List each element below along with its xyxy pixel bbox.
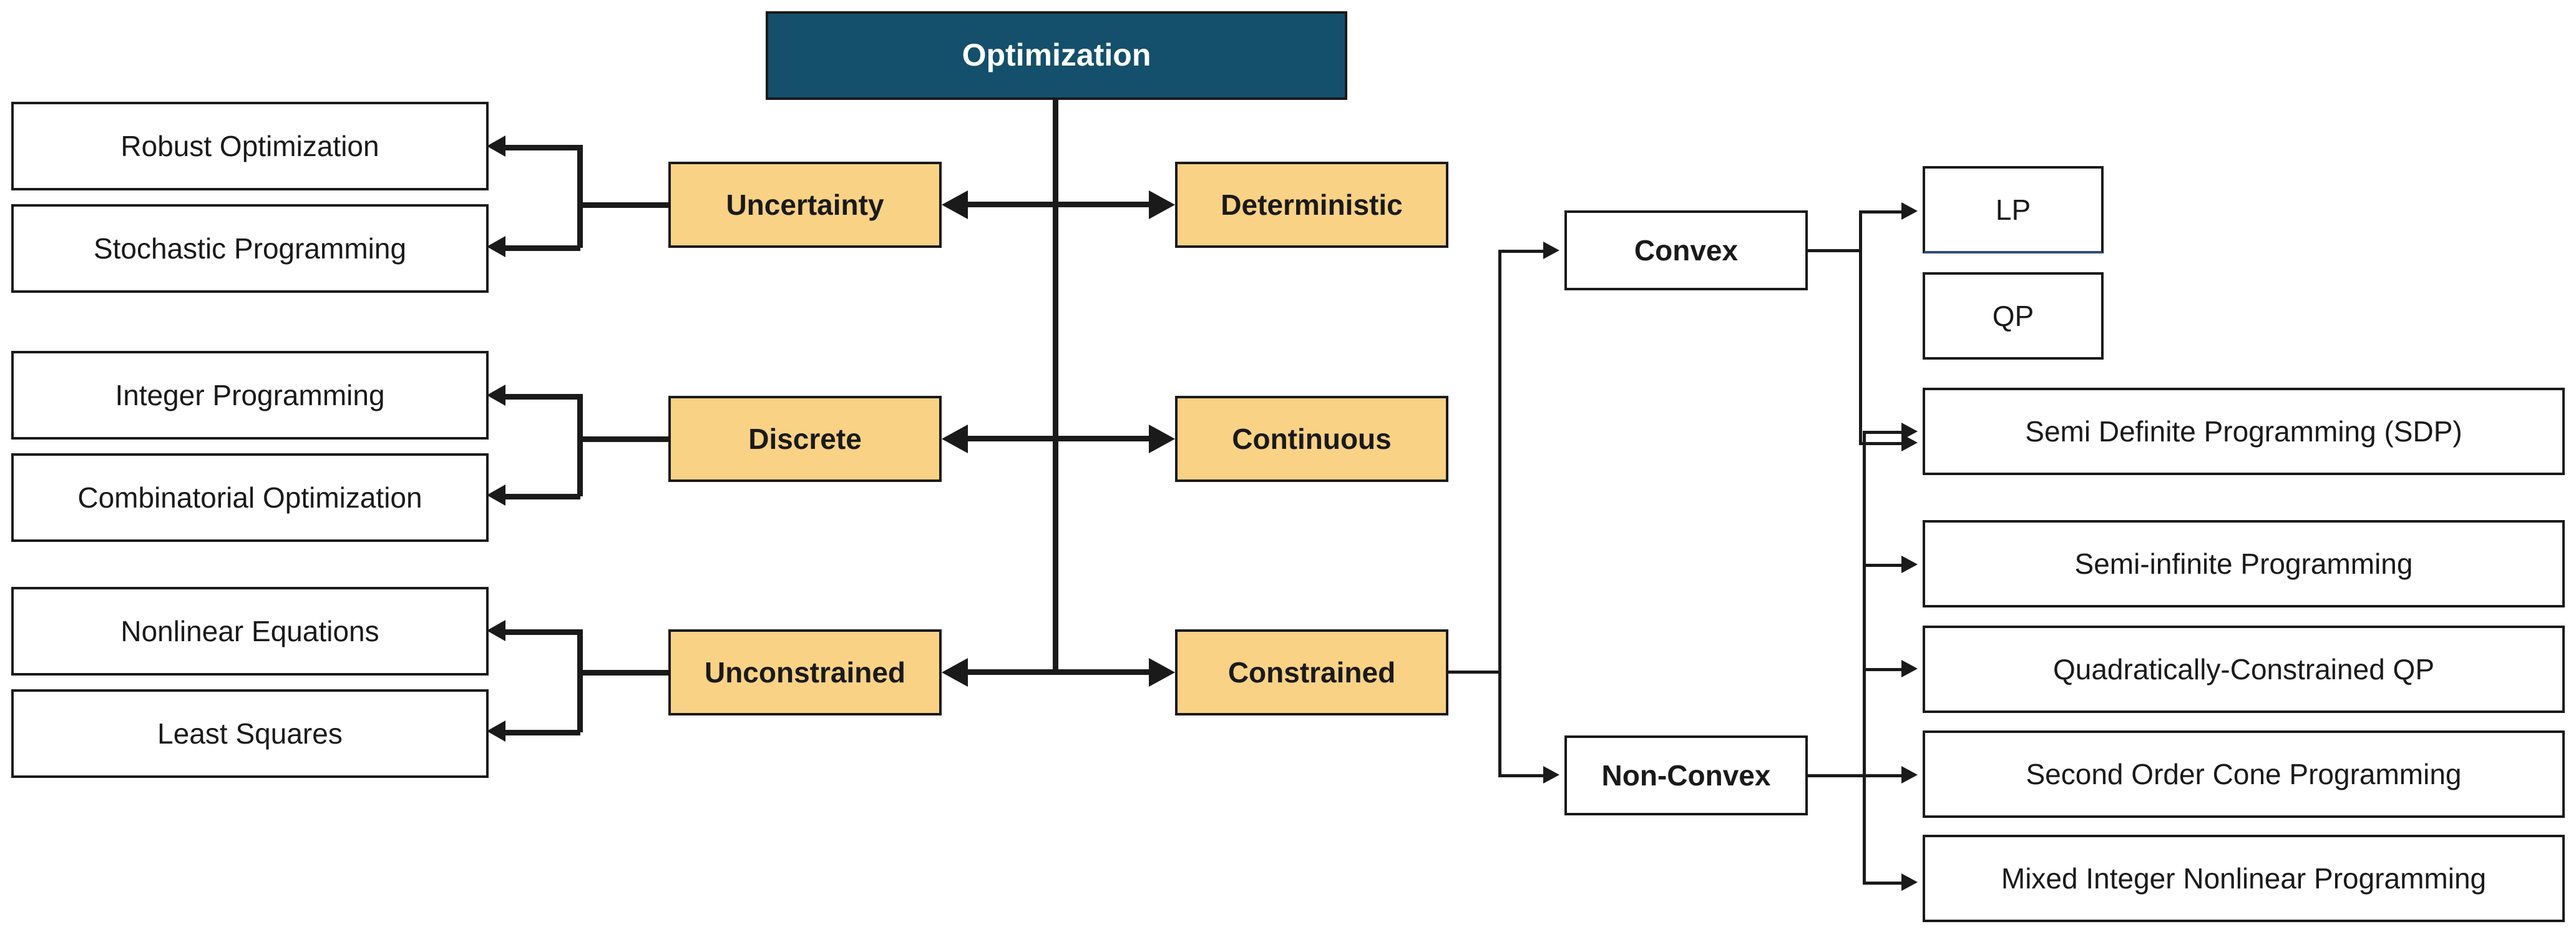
arrowhead-minlp — [1901, 873, 1918, 891]
connector-to-qcqp — [1863, 668, 1904, 671]
connector-robust-optimization — [505, 145, 580, 150]
connector-convex-bus — [1859, 210, 1862, 445]
arrowhead-non-convex — [1543, 766, 1559, 784]
connector-least-squares — [505, 730, 580, 735]
node-constrained[interactable]: Constrained — [1175, 629, 1448, 715]
arrowhead-row3-left — [942, 658, 968, 687]
arrowhead-row1-left — [942, 190, 968, 219]
arrowhead-row3-right — [1149, 658, 1175, 687]
connector-to-non-convex — [1498, 774, 1546, 777]
node-uncertainty[interactable]: Uncertainty — [668, 162, 942, 248]
arrowhead-row2-right — [1149, 425, 1175, 453]
node-optimization[interactable]: Optimization — [766, 11, 1347, 100]
connector-row3-horizontal — [964, 669, 1158, 675]
node-quadratically-constrained-qp[interactable]: Quadratically-Constrained QP — [1923, 626, 2565, 713]
connector-to-lp — [1859, 210, 1904, 214]
node-semi-definite-programming[interactable]: Semi Definite Programming (SDP) — [1923, 388, 2565, 475]
node-convex[interactable]: Convex — [1564, 210, 1808, 290]
connector-uncertainty-bus — [577, 145, 583, 248]
connector-to-sdp — [1863, 431, 1904, 434]
connector-non-convex-bus — [1863, 431, 1866, 885]
node-unconstrained[interactable]: Unconstrained — [668, 629, 942, 715]
arrowhead-lp — [1901, 202, 1918, 220]
arrowhead-socp — [1901, 766, 1918, 784]
node-mixed-integer-nonlinear-programming[interactable]: Mixed Integer Nonlinear Programming — [1923, 835, 2565, 922]
node-second-order-cone-programming[interactable]: Second Order Cone Programming — [1923, 730, 2565, 818]
connector-combinatorial-optimization — [505, 494, 580, 499]
arrowhead-stochastic-programming — [487, 236, 505, 257]
connector-discrete-bus — [577, 394, 583, 496]
connector-constrained-stub — [1448, 671, 1500, 674]
arrowhead-qcqp — [1901, 660, 1918, 677]
connector-to-convex — [1498, 250, 1546, 253]
arrowhead-nonlinear-equations — [487, 620, 505, 641]
node-integer-programming[interactable]: Integer Programming — [11, 351, 489, 440]
connector-uncertainty-stub — [577, 202, 671, 208]
node-lp[interactable]: LP — [1923, 166, 2104, 253]
node-stochastic-programming[interactable]: Stochastic Programming — [11, 204, 489, 293]
arrowhead-row2-left — [942, 425, 968, 453]
connector-row2-horizontal — [964, 436, 1158, 441]
connector-unconstrained-stub — [577, 670, 671, 676]
node-robust-optimization[interactable]: Robust Optimization — [11, 102, 489, 190]
node-non-convex[interactable]: Non-Convex — [1564, 735, 1808, 815]
connector-integer-programming — [505, 394, 580, 400]
node-nonlinear-equations[interactable]: Nonlinear Equations — [11, 587, 489, 676]
arrowhead-integer-programming — [487, 385, 505, 406]
arrowhead-row1-right — [1149, 190, 1175, 219]
arrowhead-convex — [1543, 242, 1559, 259]
connector-discrete-stub — [577, 436, 671, 442]
node-least-squares[interactable]: Least Squares — [11, 689, 489, 778]
node-semi-infinite-programming[interactable]: Semi-infinite Programming — [1923, 520, 2565, 607]
connector-to-minlp — [1863, 882, 1904, 885]
connector-nonlinear-equations — [505, 629, 580, 635]
node-continuous[interactable]: Continuous — [1175, 396, 1448, 482]
arrowhead-combinatorial-optimization — [487, 484, 505, 506]
connector-to-qp — [1859, 442, 1904, 445]
arrowhead-semi-infinite — [1901, 556, 1918, 573]
connector-unconstrained-bus — [577, 629, 583, 732]
connector-row1-horizontal — [964, 202, 1158, 207]
connector-convex-stub — [1807, 249, 1861, 252]
arrowhead-least-squares — [487, 720, 505, 742]
arrowhead-sdp — [1901, 423, 1918, 440]
trunk-vertical-line — [1053, 100, 1058, 673]
node-qp[interactable]: QP — [1923, 272, 2104, 360]
connector-stochastic-programming — [505, 245, 580, 251]
connector-constrained-bus — [1498, 250, 1501, 777]
node-discrete[interactable]: Discrete — [668, 396, 942, 482]
connector-to-semi-infinite — [1863, 564, 1904, 567]
connector-non-convex-stub — [1807, 774, 1896, 777]
arrowhead-robust-optimization — [487, 135, 505, 157]
connector-to-socp — [1863, 774, 1904, 777]
node-deterministic[interactable]: Deterministic — [1175, 162, 1448, 248]
node-combinatorial-optimization[interactable]: Combinatorial Optimization — [11, 453, 489, 542]
